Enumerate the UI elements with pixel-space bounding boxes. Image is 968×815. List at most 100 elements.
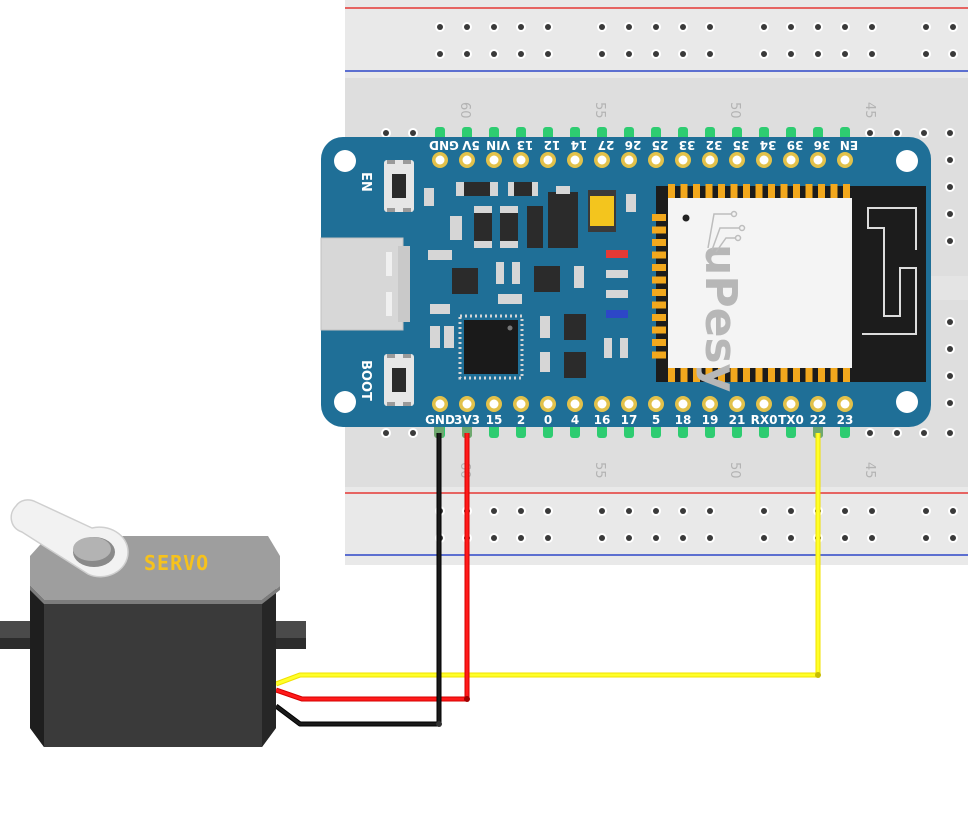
pin-17[interactable]: 17: [621, 396, 638, 427]
rail-hole: [516, 533, 526, 543]
rail-hole: [759, 533, 769, 543]
breadboard-hole: [381, 128, 391, 138]
pin-label: 16: [594, 413, 611, 427]
pin-3v3[interactable]: 3V3: [454, 396, 480, 427]
rail-hole: [921, 22, 931, 32]
breadboard-hole: [919, 128, 929, 138]
pin-14[interactable]: 14: [567, 138, 587, 168]
pin-34[interactable]: 34: [756, 138, 776, 168]
rail-hole: [651, 22, 661, 32]
pin-label: 4: [571, 413, 579, 427]
pin-label: GND: [425, 413, 455, 427]
mounting-hole: [334, 150, 356, 172]
pin-label: 34: [760, 138, 777, 152]
pin-5[interactable]: 5: [648, 396, 664, 427]
rail-hole: [948, 22, 958, 32]
column-number: 55: [592, 462, 607, 479]
column-number: 50: [727, 102, 742, 119]
esp32-module: uPesy: [652, 184, 926, 392]
rail-hole: [867, 533, 877, 543]
boot-button-label: BOOT: [358, 360, 373, 401]
header-pin: [732, 424, 742, 438]
pin-gnd[interactable]: GND: [429, 138, 459, 168]
pin-23[interactable]: 23: [837, 396, 854, 427]
brand-circuit-icon: [707, 210, 746, 253]
pin-label: 25: [652, 138, 669, 152]
pin-22[interactable]: 22: [810, 396, 827, 427]
en-button[interactable]: [384, 160, 414, 212]
rail-hole: [948, 533, 958, 543]
rail-hole: [597, 506, 607, 516]
breadboard-hole: [945, 182, 955, 192]
pin-39[interactable]: 39: [783, 138, 803, 168]
esp32-board: EN BOOT: [320, 127, 931, 438]
pin-12[interactable]: 12: [540, 138, 560, 168]
pin-27[interactable]: 27: [594, 138, 614, 168]
rail-hole: [867, 22, 877, 32]
breadboard-hole: [865, 128, 875, 138]
mounting-hole: [334, 391, 356, 413]
pin-label: 14: [571, 138, 588, 152]
rail-hole: [678, 506, 688, 516]
breadboard-hole: [408, 128, 418, 138]
rail-hole: [759, 506, 769, 516]
breadboard-hole: [945, 128, 955, 138]
pin-16[interactable]: 16: [594, 396, 611, 427]
pin-0[interactable]: 0: [540, 396, 556, 427]
rail-hole: [516, 22, 526, 32]
breadboard-hole: [945, 428, 955, 438]
rail-hole: [921, 506, 931, 516]
rail-hole: [651, 533, 661, 543]
pin-21[interactable]: 21: [729, 396, 746, 427]
pin-25[interactable]: 25: [648, 138, 668, 168]
pin-26[interactable]: 26: [621, 138, 641, 168]
rail-hole: [516, 506, 526, 516]
pin-tx0[interactable]: TX0: [778, 396, 804, 427]
header-pin: [840, 424, 850, 438]
pin-label: 23: [837, 413, 854, 427]
mounting-hole: [896, 150, 918, 172]
pin-13[interactable]: 13: [513, 138, 533, 168]
pin-18[interactable]: 18: [675, 396, 692, 427]
brand-logo: uPesy: [695, 244, 746, 392]
pin-5v[interactable]: 5V: [459, 138, 480, 168]
pin-33[interactable]: 33: [675, 138, 695, 168]
rail-hole: [435, 22, 445, 32]
pin-label: VIN: [486, 138, 510, 152]
rail-hole: [489, 506, 499, 516]
header-pin: [705, 424, 715, 438]
pin-19[interactable]: 19: [702, 396, 719, 427]
pin-15[interactable]: 15: [486, 396, 503, 427]
header-pin: [786, 424, 796, 438]
pin-label: 35: [733, 138, 750, 152]
pin-label: TX0: [778, 413, 804, 427]
boot-button[interactable]: [384, 354, 414, 406]
pin-label: 27: [598, 138, 615, 152]
servo-motor: SERVO: [0, 499, 306, 747]
pin-gnd[interactable]: GND: [425, 396, 455, 427]
pin-36[interactable]: 36: [810, 138, 830, 168]
pin-35[interactable]: 35: [729, 138, 749, 168]
pin-label: 39: [787, 138, 804, 152]
pin-4[interactable]: 4: [567, 396, 583, 427]
rail-hole: [921, 49, 931, 59]
column-number: 45: [862, 462, 877, 479]
pin-vin[interactable]: VIN: [486, 138, 510, 168]
rail-hole: [543, 533, 553, 543]
pin-rx0[interactable]: RX0: [751, 396, 778, 427]
breadboard-hole: [865, 428, 875, 438]
pin-label: 15: [486, 413, 503, 427]
rail-hole: [651, 506, 661, 516]
servo-label: SERVO: [144, 551, 209, 575]
pin-2[interactable]: 2: [513, 396, 529, 427]
pin-en[interactable]: EN: [837, 138, 858, 168]
en-button-label: EN: [358, 172, 373, 192]
pin-32[interactable]: 32: [702, 138, 722, 168]
rail-hole: [840, 506, 850, 516]
usb-connector: [320, 237, 410, 331]
breadboard-hole: [945, 236, 955, 246]
pin-label: 12: [544, 138, 561, 152]
usb-uart-chip: [458, 314, 524, 380]
header-pin: [624, 424, 634, 438]
pcb-antenna: [862, 207, 917, 335]
